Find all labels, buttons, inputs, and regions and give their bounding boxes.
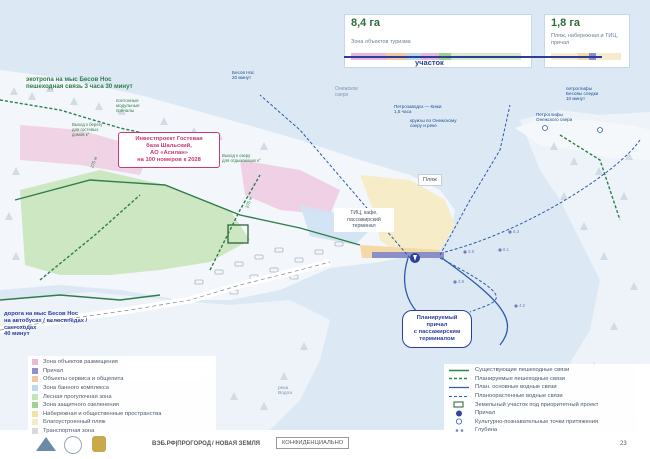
confidential-badge: КОНФИДЕНЦИАЛЬНО: [276, 437, 350, 449]
petroglyphs-route-label: петроглифы Бесовы следки 10 минут: [566, 86, 599, 101]
stat-tourism-value: 8,4 га: [351, 17, 381, 29]
vodla-river-label: река Водла: [278, 386, 293, 396]
beach-zone: [360, 175, 455, 256]
legend-zone-label: Зона защитного озеленения: [43, 402, 119, 409]
legend-symbol: [449, 395, 469, 397]
legend-link-label: Планируемые пешеходные связи: [475, 375, 565, 382]
depth-label-3: 6.1: [503, 247, 510, 252]
road-line: [0, 261, 331, 331]
ministry-emblem-icon: [64, 436, 82, 454]
legend-symbol: [455, 418, 462, 425]
pier-marker: [410, 253, 420, 263]
stat-tourism-caption: Зона объектов туризма: [351, 39, 411, 45]
accommodation-zone-2: [240, 160, 340, 215]
legend-zone-row: Зона защитного озеленения: [32, 401, 212, 410]
legend-link-label: Планоорастенные водные связи: [475, 393, 563, 400]
legend-link-row: Культурно-познавательные точки притяжени…: [448, 418, 648, 427]
legend-symbol: [449, 378, 469, 380]
legend-zone-label: Лесная прогулочная зона: [43, 393, 112, 400]
legend-zone-label: Зона банного комплекса: [43, 385, 109, 392]
legend-zone-row: Лесная прогулочная зона: [32, 392, 212, 401]
depth-label-2: 3.9: [458, 279, 465, 284]
walking-routes: [0, 99, 621, 301]
legend-swatch: [32, 376, 38, 383]
legend-swatch: [32, 428, 38, 435]
legend-link-label: Причал: [475, 410, 496, 417]
planned-pier-callout: Планируемый причал с пассажирским термин…: [402, 310, 472, 348]
cruise-route-label: круизы по Онежскому озеру и реке: [410, 118, 457, 128]
beach-label: Пляж: [418, 174, 442, 186]
stat-beach-value: 1,8 га: [551, 17, 581, 29]
legend-zone-row: Зона объектов размещения: [32, 358, 212, 367]
ecotrail-label: экотропа на мыс Бесов Нос пешеходная свя…: [26, 76, 133, 90]
water-routes: [259, 94, 641, 313]
accommodation-zone-1: [20, 125, 150, 175]
depth-label-4: 6.3: [513, 229, 520, 234]
lake-exit-label: Выход к озеру для отдыхающих к°: [222, 153, 261, 163]
legend-zone-label: Благоустроенный пляж: [43, 419, 106, 426]
invest-project-callout: Инвестпроект Гостевая база Шальский, АО …: [118, 132, 220, 168]
legend-zone-label: Набережная и общественные пространства: [43, 410, 162, 417]
modular-docks-label: понтонные модульные причалы: [116, 98, 140, 113]
brand-veb: ВЭБ.РФ|ПРОГОРОД: [152, 441, 211, 447]
depth-label-5: 4.2: [519, 303, 526, 308]
legend-swatch: [32, 402, 38, 409]
legend-link-label: Глубина: [475, 427, 498, 434]
tic-label: ТИЦ, кафе, пассажирский терминал: [334, 208, 394, 232]
petroglyph-cape: [515, 118, 650, 160]
culture-points: [542, 125, 603, 133]
legend-swatch: [32, 367, 38, 374]
coat-of-arms-icon: [92, 436, 106, 452]
legend-link-label: Земельный участок под приоритетный проек…: [475, 401, 599, 408]
legend-swatch: [32, 419, 38, 426]
legend-zone-label: Транспортная зона: [43, 428, 95, 435]
legend-zone-row: Набережная и общественные пространства: [32, 410, 212, 419]
legend-link-row: Глубина: [448, 426, 648, 435]
legend-swatch: [32, 410, 38, 417]
shore-exit-label: Выход к берегу для гостевых домов к°: [72, 122, 103, 137]
petrozavodsk-route-label: Петрозаводск — Кижи 1,5 часа: [394, 104, 442, 114]
legend-zone-row: Транспортная зона: [32, 427, 212, 436]
legend-link-label: Существующие пешеходные связи: [475, 367, 570, 374]
depth-points: [453, 230, 518, 308]
legend-link-label: План. основные водные связи: [475, 384, 557, 391]
legend-zone-row: Причал: [32, 367, 212, 376]
pier-structure: [372, 252, 444, 258]
depth-label-1: 3.9: [468, 249, 475, 254]
legend-zone-label: Причал: [43, 367, 64, 374]
besov-nos-label: Бесов Нос 20 минут: [232, 70, 255, 80]
road-label: дорога на мыс Бесов Нос на автобусах / в…: [4, 311, 88, 338]
legend-link-label: Культурно-познавательные точки притяжени…: [475, 418, 599, 425]
legend-zone-label: Зона объектов размещения: [43, 359, 118, 366]
petroglyphs-label: Петроглифы Онежского озера: [536, 112, 573, 122]
legend-symbol: [455, 429, 464, 432]
onega-lake-label: Онежское озеро: [335, 86, 359, 98]
legend-zone-row: Благоустроенный пляж: [32, 418, 212, 427]
brand-new-land: / НОВАЯ ЗЕМЛЯ: [212, 441, 260, 447]
legend-swatch: [32, 393, 38, 400]
legend-zone-row: Объекты сервиса и общепита: [32, 375, 212, 384]
legend-link-row: Причал: [448, 409, 648, 418]
legend-link-row: Существующие пешеходные связи: [448, 366, 648, 375]
legend-symbol: [453, 401, 464, 408]
legend-link-row: Планируемые пешеходные связи: [448, 375, 648, 384]
legend-link-row: План. основные водные связи: [448, 383, 648, 392]
legend-symbol: [449, 386, 469, 389]
legend-swatch: [32, 385, 38, 392]
legend-zone-row: Зона банного комплекса: [32, 384, 212, 393]
legend-link-row: Земельный участок под приоритетный проек…: [448, 400, 648, 409]
legend-zone-label: Объекты сервиса и общепита: [43, 376, 124, 383]
plot-label: участок: [415, 58, 444, 67]
legend-link-row: Планоорастенные водные связи: [448, 392, 648, 401]
stat-beach-zone: 1,8 га Пляж, набережная и ТИЦ, причал: [544, 14, 630, 68]
stat-beach-caption: Пляж, набережная и ТИЦ, причал: [551, 33, 618, 46]
legend-symbol: [449, 369, 469, 371]
stat-bar-underline: [344, 56, 602, 58]
legend-symbol: [456, 410, 462, 417]
legend-swatch: [32, 359, 38, 366]
page-number: 23: [620, 441, 627, 447]
